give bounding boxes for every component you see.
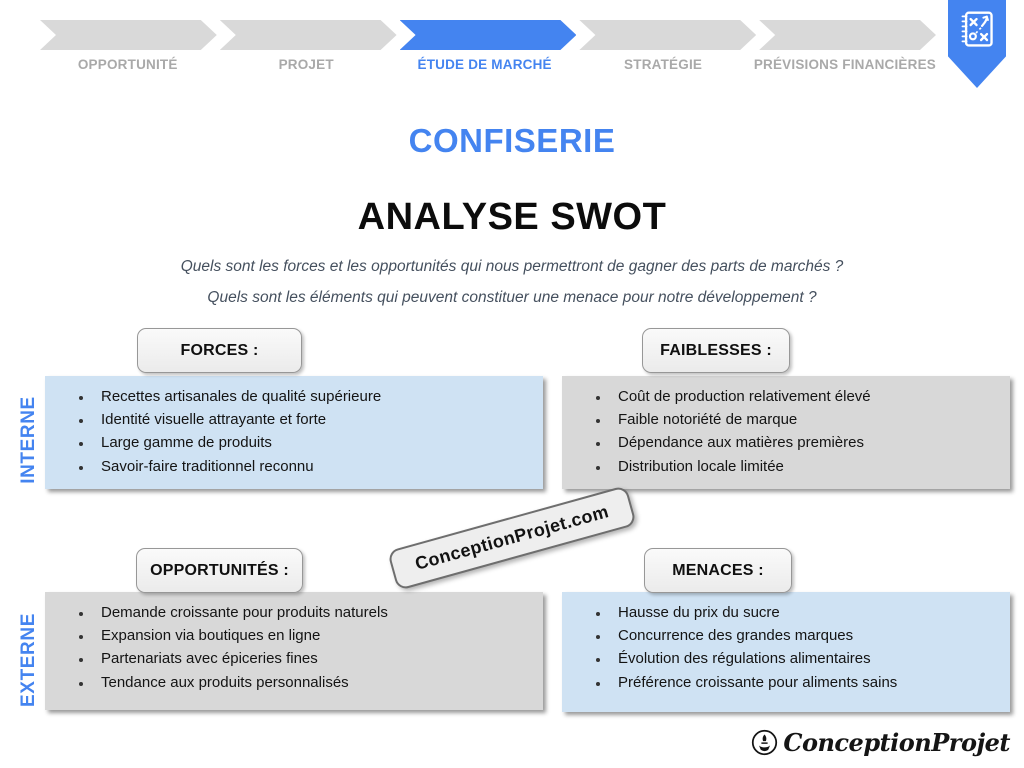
opportunites-list: Demande croissante pour produits naturel… <box>45 592 543 694</box>
bullet-item: Coût de production relativement élevé <box>610 385 1002 408</box>
nav-label-etude-de-marche[interactable]: ÉTUDE DE MARCHÉ <box>417 57 552 72</box>
forces-list: Recettes artisanales de qualité supérieu… <box>45 376 543 478</box>
bullet-item: Hausse du prix du sucre <box>610 601 1002 624</box>
bullet-item: Savoir-faire traditionnel reconnu <box>93 455 535 478</box>
forces-header-label: FORCES : <box>180 341 259 359</box>
menaces-list: Hausse du prix du sucreConcurrence des g… <box>562 592 1010 694</box>
bullet-item: Concurrence des grandes marques <box>610 624 1002 647</box>
footer-logo-text: ConceptionProjet <box>783 728 1010 757</box>
nav-chevron-previsions-financieres[interactable] <box>759 20 936 50</box>
nav-label-opportunite[interactable]: OPPORTUNITÉ <box>77 57 178 72</box>
watermark-text: ConceptionProjet.com <box>412 501 611 574</box>
section-title: ANALYSE SWOT <box>357 196 667 238</box>
process-nav-labels: OPPORTUNITÉ PROJET ÉTUDE DE MARCHÉ STRAT… <box>40 57 936 72</box>
nav-label-previsions-financieres[interactable]: PRÉVISIONS FINANCIÈRES <box>753 57 936 72</box>
bullet-item: Demande croissante pour produits naturel… <box>93 601 535 624</box>
nav-chevron-projet[interactable] <box>220 20 397 50</box>
bullet-item: Partenariats avec épiceries fines <box>93 647 535 670</box>
opportunites-box: Demande croissante pour produits naturel… <box>45 592 543 710</box>
question-line-2: Quels sont les éléments qui peuvent cons… <box>207 289 817 306</box>
axis-label-interne: INTERNE <box>18 396 39 484</box>
watermark-badge: ConceptionProjet.com <box>387 485 637 591</box>
bullet-item: Faible notoriété de marque <box>610 408 1002 431</box>
nav-chevron-strategie[interactable] <box>579 20 756 50</box>
question-line-1: Quels sont les forces et les opportunité… <box>180 258 844 275</box>
bullet-item: Préférence croissante pour aliments sain… <box>610 671 1002 694</box>
menaces-header: MENACES : <box>644 548 792 593</box>
faiblesses-header-label: FAIBLESSES : <box>660 341 772 359</box>
hand-holding-rocket-icon <box>752 729 778 756</box>
axis-label-externe: EXTERNE <box>18 613 39 707</box>
bullet-item: Identité visuelle attrayante et forte <box>93 408 535 431</box>
bullet-item: Recettes artisanales de qualité supérieu… <box>93 385 535 408</box>
bullet-item: Tendance aux produits personnalisés <box>93 671 535 694</box>
faiblesses-box: Coût de production relativement élevéFai… <box>562 376 1010 489</box>
bullet-item: Distribution locale limitée <box>610 455 1002 478</box>
tactics-plan-icon <box>961 11 993 47</box>
nav-label-strategie[interactable]: STRATÉGIE <box>624 57 703 72</box>
page-title: CONFISERIE <box>408 122 616 159</box>
nav-label-projet[interactable]: PROJET <box>278 57 334 72</box>
process-nav-chevrons <box>40 20 936 50</box>
nav-chevron-opportunite[interactable] <box>40 20 217 50</box>
menaces-box: Hausse du prix du sucreConcurrence des g… <box>562 592 1010 712</box>
opportunites-header-label: OPPORTUNITÉS : <box>150 561 289 579</box>
faiblesses-header: FAIBLESSES : <box>642 328 790 373</box>
menaces-header-label: MENACES : <box>672 561 764 579</box>
bullet-item: Expansion via boutiques en ligne <box>93 624 535 647</box>
forces-header: FORCES : <box>137 328 302 373</box>
bullet-item: Dépendance aux matières premières <box>610 431 1002 454</box>
bullet-item: Évolution des régulations alimentaires <box>610 647 1002 670</box>
bullet-item: Large gamme de produits <box>93 431 535 454</box>
nav-chevron-etude-de-marche[interactable] <box>400 20 577 50</box>
faiblesses-list: Coût de production relativement élevéFai… <box>562 376 1010 478</box>
footer-logo: ConceptionProjet <box>751 728 1010 757</box>
strategy-pennant-badge <box>948 0 1006 88</box>
forces-box: Recettes artisanales de qualité supérieu… <box>45 376 543 489</box>
opportunites-header: OPPORTUNITÉS : <box>136 548 303 593</box>
